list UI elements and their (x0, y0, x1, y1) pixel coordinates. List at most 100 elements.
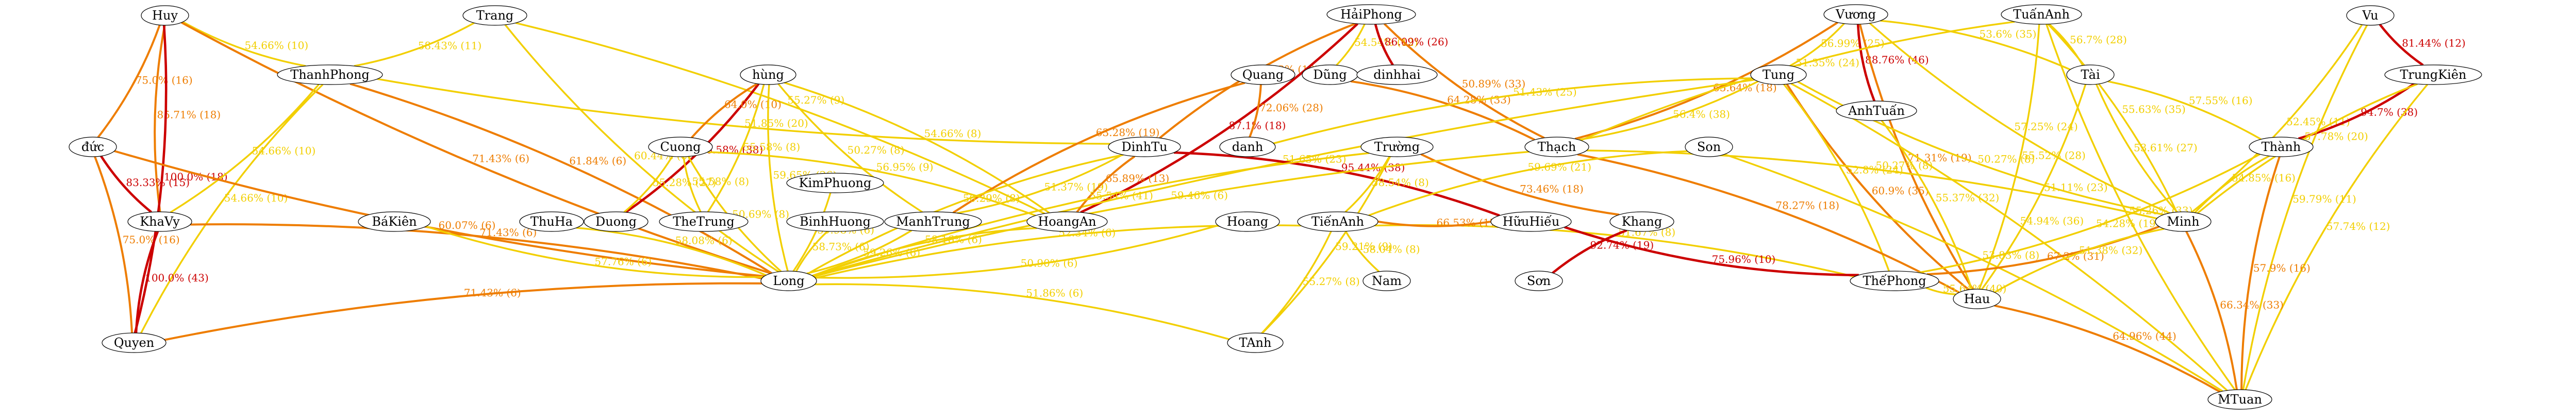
edge-Son-TienAnh: 59.69% (21) (1368, 150, 1688, 216)
edge-line (2096, 83, 2178, 213)
edge-label: 72.06% (28) (1259, 102, 1323, 114)
node-Dung[interactable]: Dũng (1302, 64, 1358, 85)
node-duc[interactable]: đức (69, 137, 117, 157)
node-ellipse (2066, 64, 2115, 85)
node-MTuan[interactable]: MTuan (2207, 389, 2272, 410)
edge-line (815, 283, 1229, 340)
edge-label: 51.85% (20) (744, 117, 808, 129)
node-TuanAnh[interactable]: TuấnAnh (2001, 4, 2082, 25)
node-Son2[interactable]: Sơn (1515, 271, 1563, 291)
edge-Hoang-Long: 50.90% (6) (815, 224, 1219, 279)
node-TheTrung[interactable]: TheTrung (659, 211, 749, 232)
node-label: ThếPhong (1863, 274, 1926, 288)
node-HaiPhong[interactable]: HảiPhong (1326, 4, 1416, 25)
edge-line (1249, 84, 1262, 138)
node-BinhHuong[interactable]: BinhHuong (786, 211, 884, 232)
node-KimPhuong[interactable]: KimPhuong (786, 173, 884, 193)
edge-line (1552, 229, 1627, 274)
edge-line (691, 82, 758, 139)
edge-line (2240, 156, 2281, 390)
node-ManhTrung[interactable]: ManhTrung (884, 211, 982, 232)
edge-line (2242, 25, 2368, 390)
edge-label: 75.96% (10) (1712, 253, 1776, 265)
node-Duong[interactable]: Duong (584, 211, 649, 232)
node-Khang[interactable]: Khang (1609, 211, 1674, 232)
edge-line (815, 224, 1219, 279)
edge-Thanh-MTuan: 57.9% (16) (2240, 156, 2311, 390)
node-Truong[interactable]: Trường (1360, 137, 1434, 157)
edge-line (806, 229, 912, 275)
node-label: ThanhPhong (290, 68, 370, 82)
edge-line (1981, 84, 2087, 290)
edge-line (795, 230, 828, 272)
node-label: danh (1232, 140, 1264, 154)
node-hung[interactable]: hùng (740, 64, 796, 85)
node-ellipse (1836, 101, 1917, 121)
node-Thach[interactable]: Thạch (1524, 137, 1589, 157)
edge-label: 55.58% (8) (743, 141, 800, 153)
edge-Tai-Minh: 53.61% (27) (2096, 83, 2198, 213)
node-Nam[interactable]: Nam (1362, 271, 1411, 291)
edge-label: 50.89% (33) (1462, 77, 1526, 90)
node-KhaVy[interactable]: KhaVy (127, 211, 192, 232)
node-label: Son (1697, 140, 1721, 154)
edge-hung-HoangAn: 54.66% (8) (784, 81, 1050, 214)
node-label: Tài (2081, 68, 2100, 82)
node-Trang[interactable]: Trang (462, 5, 527, 26)
node-Hoang[interactable]: Hoang (1215, 211, 1280, 232)
node-Vuong[interactable]: Vương (1823, 4, 1888, 25)
node-Quyen[interactable]: Quyen (102, 332, 167, 353)
edge-line (1880, 20, 2071, 71)
edge-line (813, 151, 1530, 278)
edge-line (957, 154, 1123, 214)
node-label: dinhhai (1373, 68, 1421, 82)
edge-Long-TAnh: 51.86% (6) (815, 283, 1229, 340)
edge-label: 53.83% (8) (1982, 249, 2039, 261)
node-HuuHieu[interactable]: HữuHiếu (1490, 211, 1572, 232)
edge-label: 64.0% (10) (724, 98, 782, 111)
node-DinhTu[interactable]: DinhTu (1108, 137, 1181, 157)
node-label: đức (81, 140, 104, 154)
node-Thanh[interactable]: Thành (2249, 137, 2314, 157)
edge-line (792, 192, 832, 272)
node-TienAnh[interactable]: TiếnAnh (1297, 211, 1378, 232)
node-label: Huy (152, 8, 178, 23)
node-Tung[interactable]: Tung (1750, 64, 1807, 85)
node-ellipse (127, 211, 192, 232)
node-Cuong[interactable]: Cuong (648, 137, 713, 157)
edge-line (1724, 153, 2223, 392)
edge-line (1261, 156, 1391, 334)
node-ellipse (1524, 137, 1589, 157)
edge-label: 78.27% (18) (1775, 199, 1839, 211)
node-Son[interactable]: Son (1685, 137, 1733, 157)
node-Huy[interactable]: Huy (141, 5, 189, 26)
node-TrungKien[interactable]: TrungKiên (2384, 64, 2482, 85)
edge-Truong-Khang: 73.46% (18) (1420, 153, 1620, 216)
node-Vu[interactable]: Vu (2346, 5, 2395, 26)
node-dinhhai[interactable]: dinhhai (1356, 64, 1438, 85)
node-TAnh[interactable]: TAnh (1227, 332, 1284, 353)
node-ellipse (786, 173, 884, 193)
node-AnhTuan[interactable]: AnhTuấn (1836, 101, 1917, 121)
edge-label: 57.76% (6) (594, 256, 652, 268)
node-Tai[interactable]: Tài (2066, 64, 2115, 85)
node-Hau[interactable]: Hau (1953, 289, 2001, 309)
node-HoangAn[interactable]: HoangAn (1026, 211, 1108, 232)
node-Long[interactable]: Long (760, 271, 817, 291)
edge-Cuong-TheTrung: 55.58% (8) (683, 156, 749, 212)
node-label: ThuHa (530, 214, 573, 229)
node-ThanhPhong[interactable]: ThanhPhong (277, 64, 383, 85)
edge-label: 52.45% (11) (2286, 115, 2350, 128)
node-danh[interactable]: danh (1219, 137, 1276, 157)
node-label: Thạch (1538, 140, 1576, 154)
edge-line (2107, 80, 2262, 140)
node-BaKien[interactable]: BáKiên (358, 211, 431, 232)
node-ThuHa[interactable]: ThuHa (519, 211, 584, 232)
node-Minh[interactable]: Minh (2155, 211, 2212, 232)
edge-label: 58.73% (6) (812, 240, 870, 253)
node-ellipse (2346, 5, 2395, 26)
edge-label: 60.07% (6) (439, 219, 496, 231)
node-ThePhong[interactable]: ThếPhong (1850, 271, 1939, 291)
node-Quang[interactable]: Quang (1231, 64, 1295, 85)
edge-line (952, 81, 1245, 214)
